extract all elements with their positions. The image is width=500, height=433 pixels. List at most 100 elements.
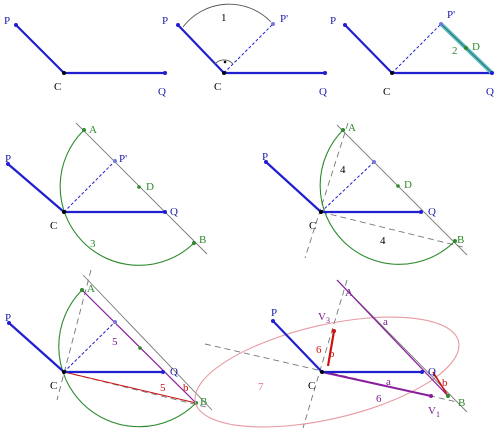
- label-step-4-a: 4: [340, 164, 346, 176]
- label-p: P: [262, 151, 268, 163]
- panel-1: P C Q: [4, 15, 167, 98]
- point-d: [396, 184, 400, 188]
- label-q: Q: [170, 206, 178, 218]
- label-step-1: 1: [221, 12, 227, 24]
- point-c: [62, 71, 66, 75]
- segment-b-red: [432, 371, 449, 397]
- line-ca-extended: [56, 269, 92, 401]
- segment-c-v1: [321, 371, 432, 397]
- point-c: [62, 210, 66, 214]
- label-p: P: [4, 15, 10, 27]
- point-q: [420, 370, 424, 374]
- right-angle-dot: [223, 60, 227, 64]
- ellipse: [194, 316, 460, 428]
- point-p: [6, 162, 10, 166]
- circle-arc: [58, 289, 197, 428]
- point-q: [163, 210, 167, 214]
- label-b-segment-2: b: [442, 377, 448, 389]
- label-step-2: 2: [452, 45, 458, 57]
- label-p: P: [5, 153, 11, 165]
- point-c: [319, 210, 323, 214]
- point-p: [176, 23, 180, 27]
- segment-cp: [8, 322, 65, 373]
- label-v1: V1: [428, 405, 440, 419]
- label-c: C: [309, 220, 316, 232]
- label-p-prime: P': [280, 13, 288, 25]
- label-a-segment-1: a: [383, 316, 388, 328]
- line-ab: [82, 274, 213, 411]
- point-p: [343, 23, 347, 27]
- label-p: P: [162, 15, 168, 27]
- label-c: C: [50, 380, 57, 392]
- label-d: D: [404, 179, 412, 191]
- panel-6: P A 5 Q C 5 b B: [5, 269, 213, 428]
- panel-4: P A P' D Q C 3 B: [5, 122, 208, 266]
- label-q: Q: [319, 86, 327, 98]
- label-a: A: [89, 124, 97, 136]
- rotation-arc: [182, 3, 272, 28]
- panel-2: P P' 1 C Q: [162, 3, 327, 98]
- label-c: C: [214, 81, 221, 93]
- point-p-prime: [271, 22, 275, 26]
- label-p: P: [271, 307, 277, 319]
- point-d: [138, 346, 142, 350]
- point-b: [192, 241, 196, 245]
- segment-cp-prime: [63, 321, 116, 373]
- label-b-segment: b: [183, 382, 189, 394]
- point-q: [419, 210, 423, 214]
- point-v3: [332, 329, 336, 333]
- segment-a-to-b-purple: [336, 279, 449, 397]
- right-angle-arc: [214, 59, 234, 65]
- label-c: C: [308, 380, 315, 392]
- label-step-6-purple: 6: [376, 393, 382, 405]
- point-a: [341, 128, 345, 132]
- label-p: P: [330, 15, 336, 27]
- line-ca-extended: [304, 122, 349, 259]
- point-a: [82, 128, 86, 132]
- point-b: [453, 239, 457, 243]
- label-a-segment-2: a: [386, 376, 391, 388]
- point-q: [163, 71, 167, 75]
- segment-v3-red: [326, 330, 336, 367]
- point-a: [80, 288, 84, 292]
- label-b: B: [457, 234, 464, 246]
- point-p-prime: [113, 159, 117, 163]
- label-p-prime: P': [447, 9, 455, 21]
- point-d: [464, 46, 468, 50]
- label-step-5-b: 5: [160, 382, 166, 394]
- point-p-prime: [113, 320, 117, 324]
- label-b: B: [200, 396, 207, 408]
- label-q: Q: [158, 86, 166, 98]
- label-step-6-red: 6: [316, 344, 322, 356]
- point-p-prime: [439, 22, 443, 26]
- circle-arc: [319, 129, 456, 265]
- panel-5: P A 4 D Q C 4 B: [262, 122, 468, 265]
- label-p-prime: P': [119, 153, 127, 165]
- point-q: [323, 71, 327, 75]
- point-q: [490, 71, 494, 75]
- label-step-3: 3: [90, 238, 96, 250]
- label-q: Q: [486, 86, 494, 98]
- point-c: [62, 370, 66, 374]
- point-b: [446, 394, 450, 398]
- line-ab: [336, 124, 468, 256]
- label-q: Q: [428, 366, 436, 378]
- segment-cp-prime: [391, 23, 442, 74]
- point-c: [390, 71, 394, 75]
- label-p: P: [5, 312, 11, 324]
- point-q: [161, 370, 165, 374]
- circle-arc-3: [59, 129, 195, 266]
- point-v1: [429, 394, 433, 398]
- label-a: A: [87, 283, 95, 295]
- segment-cp-prime: [223, 23, 274, 74]
- segment-cp: [344, 24, 393, 74]
- point-c: [222, 71, 226, 75]
- point-p: [14, 23, 18, 27]
- label-step-7: 7: [258, 381, 264, 393]
- label-c: C: [54, 81, 61, 93]
- label-a: A: [348, 122, 356, 134]
- label-q: Q: [428, 206, 436, 218]
- line-ab: [75, 122, 208, 255]
